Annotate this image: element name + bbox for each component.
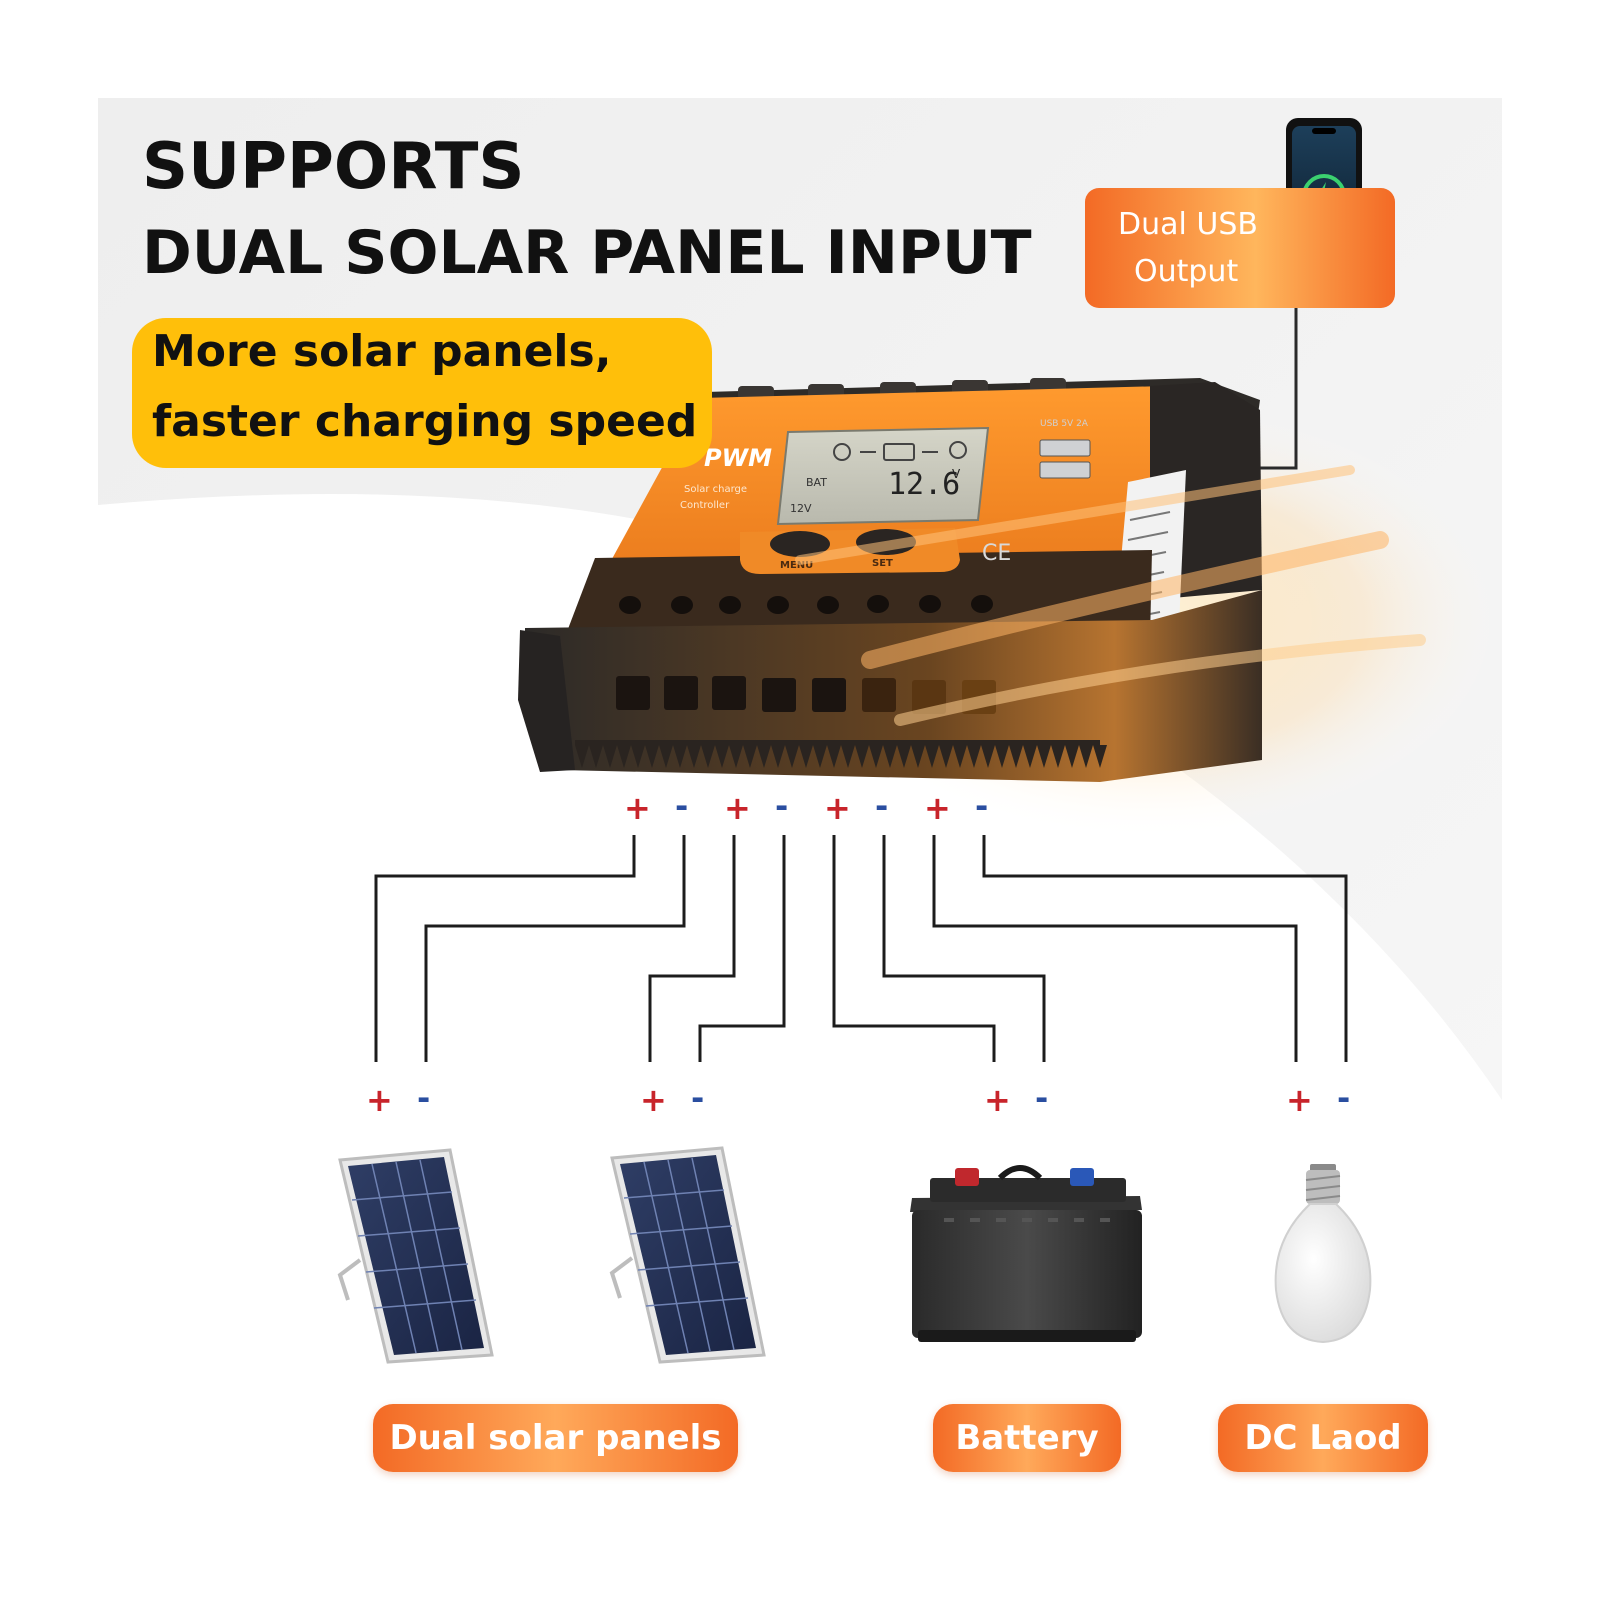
usb-port-label: USB 5V 2A (1040, 419, 1089, 429)
device-sign-load-neg: - (1337, 1079, 1351, 1117)
lcd-bat-label: BAT (806, 476, 827, 489)
lcd-system-voltage: 12V (790, 502, 812, 515)
lcd-voltage: 12.6 (888, 467, 960, 502)
panel-grid-1 (351, 1159, 477, 1354)
panel-grid-2 (623, 1157, 749, 1354)
terminal-sign-load-neg: - (975, 787, 989, 825)
menu-button[interactable] (770, 531, 830, 557)
label-battery: Battery (933, 1404, 1121, 1472)
battery-vents (944, 1218, 1110, 1222)
wire-solar2-positive (648, 835, 736, 1062)
wiring (374, 835, 1348, 1062)
wire-solar1-positive (374, 835, 636, 1062)
battery-image (910, 1165, 1142, 1342)
brand-label: PWM (704, 444, 772, 472)
terminal-sign-solar2-neg: - (775, 787, 789, 825)
subheadline-line1: More solar panels, (152, 326, 612, 377)
terminal-sign-load-pos: + (924, 789, 951, 827)
light-streaks (795, 465, 1426, 726)
caption-line1: Solar charge (684, 484, 747, 495)
usb-callout-line1: Dual USB (1118, 207, 1258, 242)
device-sign-battery-pos: + (984, 1081, 1011, 1119)
battery-negative-terminal (1070, 1168, 1094, 1186)
terminal-sign-solar1-pos: + (624, 789, 651, 827)
headline-line2: DUAL SOLAR PANEL INPUT (142, 218, 1032, 288)
battery-positive-terminal (955, 1168, 979, 1186)
light-bulb (1274, 1164, 1372, 1344)
terminal-sign-battery-neg: - (875, 787, 889, 825)
solar-panel-1 (337, 1148, 494, 1364)
wire-solar1-negative (424, 835, 686, 1062)
wire-battery-negative (882, 835, 1046, 1062)
device-sign-solar1-pos: + (366, 1081, 393, 1119)
bulb-glass (1274, 1203, 1372, 1344)
wire-solar2-negative (698, 835, 786, 1062)
phone-notch (1312, 128, 1336, 134)
panel-stand-2 (609, 1256, 634, 1299)
label-dc-load: DC Laod (1218, 1404, 1428, 1472)
menu-button-label: MENU (780, 560, 813, 571)
device-sign-solar2-pos: + (640, 1081, 667, 1119)
screw-holes (619, 595, 993, 614)
wire-load-positive (932, 835, 1298, 1062)
heat-sink-fins (575, 740, 1107, 768)
lcd-unit: V (952, 467, 961, 481)
terminal-sign-battery-pos: + (824, 789, 851, 827)
device-sign-solar1-neg: - (417, 1079, 431, 1117)
subheadline-line2: faster charging speed (152, 396, 698, 447)
set-button-label: SET (872, 558, 893, 569)
panel-stand-1 (337, 1258, 362, 1301)
controller-end-cap (518, 630, 575, 772)
usb-port-2 (1039, 461, 1091, 479)
terminal-sign-solar1-neg: - (675, 787, 689, 825)
usb-callout-line2: Output (1134, 254, 1239, 289)
device-sign-battery-neg: - (1035, 1079, 1049, 1117)
battery-handle (997, 1165, 1043, 1181)
caption-line2: Controller (680, 500, 730, 511)
device-sign-solar2-neg: - (691, 1079, 705, 1117)
usb-output-callout (1085, 188, 1395, 308)
lcd-icons (833, 441, 967, 461)
terminal-sign-solar2-pos: + (724, 789, 751, 827)
wire-battery-positive (832, 835, 996, 1062)
ce-mark: CE (982, 541, 1011, 566)
subheadline-highlight (132, 318, 712, 468)
wire-load-negative (982, 835, 1348, 1062)
solar-panel-2 (609, 1146, 766, 1364)
headline-line1: SUPPORTS (142, 130, 525, 204)
usb-port-1 (1039, 439, 1091, 457)
label-dual-solar-panels: Dual solar panels (373, 1404, 738, 1472)
device-sign-load-pos: + (1286, 1081, 1313, 1119)
bulb-threads (1305, 1175, 1341, 1201)
